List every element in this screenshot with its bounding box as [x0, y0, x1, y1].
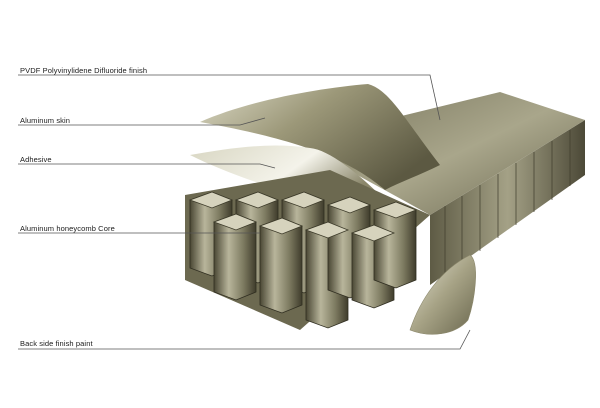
- panel-right-edge: [430, 120, 585, 285]
- back-side-sheet: [409, 254, 476, 335]
- leader-lines: [18, 74, 471, 350]
- aluminum-skin-sheet: [200, 84, 440, 190]
- label-adhesive: Adhesive: [20, 155, 52, 164]
- honeycomb-core: [185, 170, 430, 330]
- label-back-side-paint: Back side finish paint: [20, 339, 93, 348]
- label-honeycomb-core: Aluminum honeycomb Core: [20, 224, 115, 233]
- label-aluminum-skin: Aluminum skin: [20, 116, 71, 125]
- leader-skin: [18, 117, 266, 126]
- leader-adhesive: [18, 163, 276, 169]
- label-pvdf-finish: PVDF Polyvinylidene Difluoride finish: [20, 66, 148, 75]
- leader-back: [18, 329, 471, 350]
- leader-pvdf: [18, 74, 441, 121]
